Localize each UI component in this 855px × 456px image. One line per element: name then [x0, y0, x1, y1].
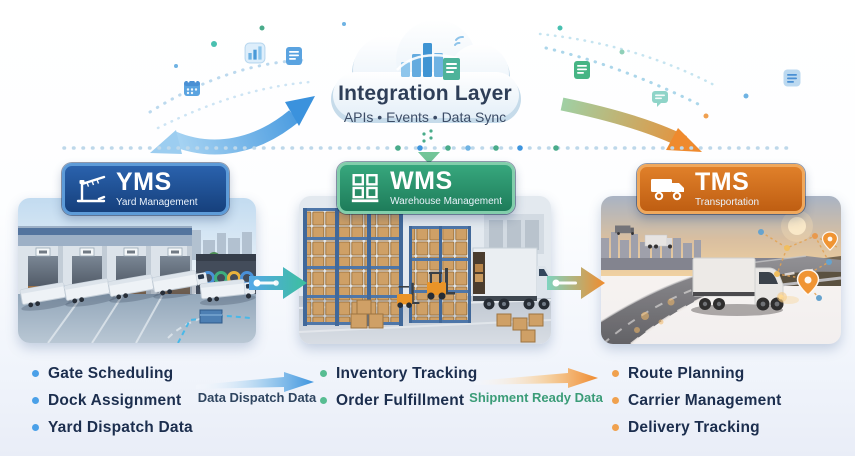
wms-to-tms-flow-label: Shipment Ready Data [469, 390, 603, 405]
gate-barrier-icon [76, 175, 106, 203]
feature-label: Gate Scheduling [48, 364, 174, 382]
system-abbr: YMS [116, 168, 172, 196]
feature-label: Route Planning [628, 364, 745, 382]
cloud-subtitle: APIs • Events • Data Sync [343, 109, 507, 125]
far-truck [644, 234, 672, 249]
wms-badge: WMS Warehouse Management [337, 162, 515, 214]
list-item: Dock Assignment [32, 387, 193, 414]
document-icon [284, 46, 304, 71]
storage-rack-icon [351, 174, 379, 203]
system-name: Transportation [695, 197, 760, 208]
cloud-icon [331, 20, 521, 123]
cloud-title: Integration Layer [338, 82, 512, 105]
bar-chart-icon [396, 35, 464, 80]
data-dispatch-arrow [196, 372, 314, 392]
feature-label: Dock Assignment [48, 391, 182, 409]
chart-icon [244, 42, 266, 69]
system-abbr: WMS [390, 167, 453, 195]
forklift [397, 282, 420, 308]
bullet-dot [32, 424, 39, 431]
bullet-dot [32, 370, 39, 377]
bullet-dot [320, 397, 327, 404]
wms-warehouse-photo [299, 196, 551, 344]
yms-yard-photo [18, 198, 256, 343]
map-pin-icon [796, 269, 820, 296]
system-name: Warehouse Management [390, 196, 502, 207]
tms-highway-photo [601, 196, 841, 344]
far-truck [615, 225, 634, 235]
shipment-ready-arrow [474, 368, 598, 388]
forklift [427, 268, 455, 300]
list-item: Yard Dispatch Data [32, 414, 193, 441]
signal-icon [454, 35, 464, 46]
wms-to-tms-arrow [547, 267, 605, 299]
list-item: Carrier Management [612, 387, 781, 414]
feature-label: Carrier Management [628, 391, 782, 409]
yms-to-wms-arrow [249, 267, 307, 299]
cargo-crate [199, 309, 223, 324]
storage-rack-left [303, 208, 403, 326]
yms-badge: YMS Yard Management [62, 163, 229, 215]
gps-nodes [758, 229, 832, 301]
document-icon [443, 58, 460, 80]
feature-label: Delivery Tracking [628, 418, 760, 436]
integration-layer-cloud: Integration Layer APIs • Events • Data S… [305, 12, 545, 147]
calendar-icon [182, 78, 202, 103]
list-item: Inventory Tracking [320, 360, 477, 387]
message-icon [650, 88, 670, 113]
map-pin-icon [821, 231, 839, 251]
feature-label: Inventory Tracking [336, 364, 478, 382]
list-item: Order Fulfillment [320, 387, 477, 414]
bullet-dot [32, 397, 39, 404]
yms-feature-list: Gate Scheduling Dock Assignment Yard Dis… [32, 360, 193, 441]
yms-to-wms-flow-label: Data Dispatch Data [197, 390, 317, 405]
bullet-dot [612, 370, 619, 377]
storage-rack-center [409, 226, 471, 323]
floor-boxes [350, 299, 544, 343]
system-name: Yard Management [116, 197, 198, 208]
background-docks [484, 214, 544, 254]
list-icon [782, 68, 802, 93]
truck-icon [651, 179, 684, 201]
tms-feature-list: Route Planning Carrier Management Delive… [612, 360, 781, 441]
system-abbr: TMS [695, 168, 750, 196]
bullet-dot [612, 424, 619, 431]
tms-badge: TMS Transportation [637, 164, 805, 214]
bullet-dot [612, 397, 619, 404]
feature-label: Order Fulfillment [336, 391, 465, 409]
list-item: Delivery Tracking [612, 414, 781, 441]
trucks [19, 270, 256, 311]
feature-label: Yard Dispatch Data [48, 418, 193, 436]
list-item: Gate Scheduling [32, 360, 193, 387]
list-item: Route Planning [612, 360, 781, 387]
delivery-truck [472, 247, 551, 310]
wms-feature-list: Inventory Tracking Order Fulfillment [320, 360, 477, 414]
bullet-dot [320, 370, 327, 377]
document-icon [572, 60, 592, 85]
main-truck [691, 257, 799, 316]
